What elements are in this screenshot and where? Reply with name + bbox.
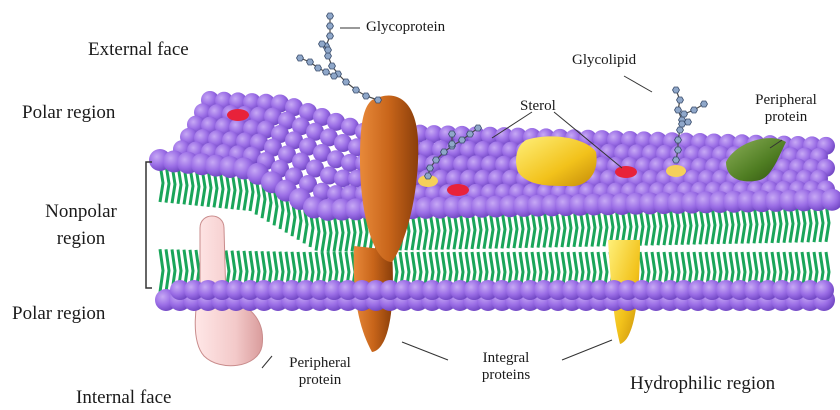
peripheral-protein-bottom-line1: Peripheral [270,355,370,372]
polar-region-top-label: Polar region [22,103,115,124]
hydrophilic-region-label: Hydrophilic region [630,374,775,395]
nonpolar-region-line2: region [36,229,126,250]
peripheral-protein-top-label: Peripheral protein [738,92,834,125]
nonpolar-bracket [146,162,152,288]
nonpolar-region-label: Nonpolar region [36,202,126,250]
glycolipid-head-2 [666,165,686,177]
peripheral-protein-top-line2: protein [738,109,834,126]
lower-leaflet-heads [155,280,835,311]
integral-proteins-label: Integral proteins [456,350,556,383]
sterol-1 [227,109,249,121]
glycolipid-label: Glycolipid [572,52,636,69]
integral-proteins-line2: proteins [456,367,556,384]
nonpolar-region-line1: Nonpolar [36,202,126,223]
integral-protein-yellow-upper [516,136,597,186]
integral-proteins-line1: Integral [456,350,556,367]
internal-face-label: Internal face [76,388,171,409]
sterol-2 [447,184,469,196]
glycoprotein-label: Glycoprotein [366,19,445,36]
external-face-label: External face [88,40,189,61]
sterol-3 [615,166,637,178]
sterol-label: Sterol [520,98,556,115]
peripheral-protein-bottom-line2: protein [270,372,370,389]
peripheral-protein-bottom-label: Peripheral protein [270,355,370,388]
peripheral-protein-top-line1: Peripheral [738,92,834,109]
polar-region-bottom-label: Polar region [12,304,105,325]
